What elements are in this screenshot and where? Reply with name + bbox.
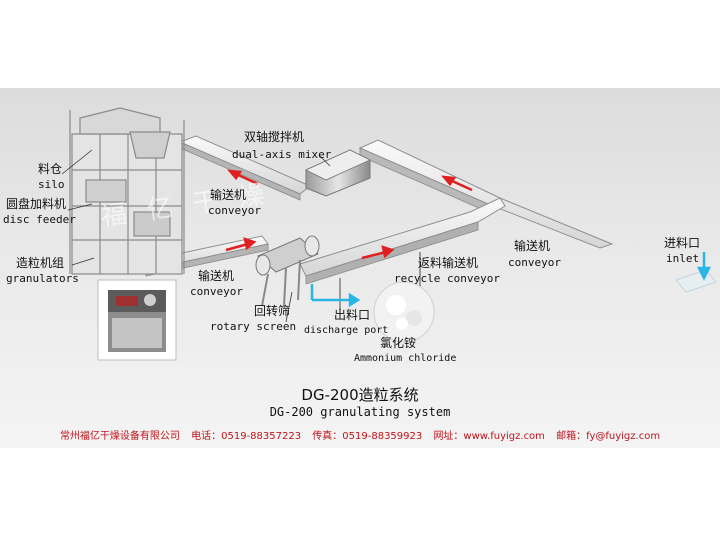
diagram-title: DG-200造粒系统 <box>301 386 419 404</box>
contact-footer: 常州福亿干燥设备有限公司 电话：0519-88357223 传真：0519-88… <box>0 427 720 442</box>
rotary-screen-label-cn: 回转筛 <box>254 304 291 318</box>
leader-lines <box>61 149 331 323</box>
company-name: 常州福亿干燥设备有限公司 <box>59 431 180 442</box>
disc-feeder-label-en: disc feeder <box>3 213 76 226</box>
mixer-label-en: dual-axis mixer <box>232 148 332 161</box>
ammonium-label-en: Ammonium chloride <box>354 353 457 364</box>
conveyor-upper-label-en: conveyor <box>208 204 261 217</box>
discharge-label-en: discharge port <box>304 325 389 336</box>
blue-arrows <box>310 252 712 308</box>
conveyor-right-label-cn: 输送机 <box>514 239 551 253</box>
email: 邮箱：fy@fuyigz.com <box>556 431 661 442</box>
conveyor-lower-label-en: conveyor <box>190 285 243 298</box>
conveyor-right <box>358 139 614 249</box>
flow-arrows <box>225 169 473 260</box>
dual-axis-mixer-machine <box>305 149 371 197</box>
granulator-label-en: granulators <box>6 272 79 285</box>
ammonium-chloride-sample <box>373 281 435 343</box>
granulator-tower <box>69 107 185 275</box>
inlet-label-en: inlet <box>666 252 700 265</box>
silo-label-en: silo <box>38 178 65 191</box>
rotary-screen-machine <box>255 235 320 307</box>
recycle-conveyor <box>299 197 506 310</box>
website: 网址：www.fuyigz.com <box>433 431 545 442</box>
recycle-conveyor-label-cn: 返料输送机 <box>418 256 479 270</box>
fax-number: 传真：0519-88359923 <box>312 431 423 442</box>
phone-number: 电话：0519-88357223 <box>191 431 302 442</box>
inlet-label-cn: 进料口 <box>664 236 701 250</box>
ammonium-label-cn: 氯化铵 <box>380 336 417 350</box>
rotary-screen-label-en: rotary screen <box>210 320 297 333</box>
disc-feeder-label-cn: 圆盘加料机 <box>6 197 67 211</box>
granulator-photo <box>97 279 177 361</box>
discharge-label-cn: 出料口 <box>334 308 371 322</box>
silo-label-cn: 料仓 <box>38 162 63 176</box>
conveyor-lower-label-cn: 输送机 <box>198 269 235 283</box>
diagram-subtitle: DG-200 granulating system <box>269 405 451 419</box>
inlet-marker <box>675 269 717 293</box>
conveyor-right-label-en: conveyor <box>508 256 561 269</box>
granulator-label-cn: 造粒机组 <box>16 256 65 270</box>
mixer-label-cn: 双轴搅拌机 <box>244 130 305 144</box>
recycle-conveyor-label-en: recycle conveyor <box>394 272 500 285</box>
conveyor-upper-label-cn: 输送机 <box>210 188 247 202</box>
